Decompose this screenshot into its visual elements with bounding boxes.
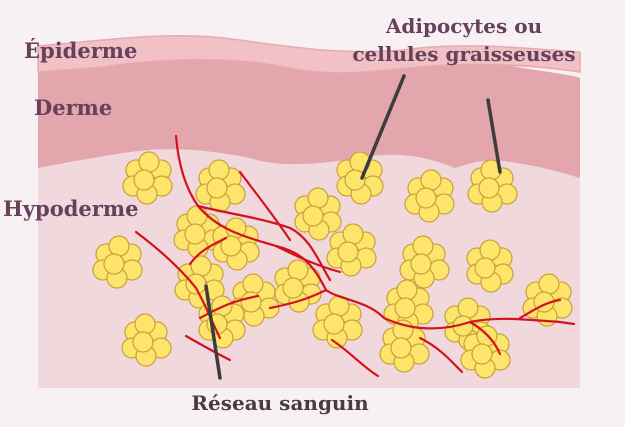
fat-cell <box>138 151 160 173</box>
fat-cell <box>108 235 130 257</box>
fat-cell <box>133 169 155 191</box>
fat-cell <box>185 273 207 295</box>
fat-cell <box>479 239 501 261</box>
label-adipocytes: Adipocytes ou cellules graisseuses <box>332 12 596 68</box>
adipocyte-cluster <box>383 279 434 333</box>
fat-cell <box>220 235 242 257</box>
fat-cell <box>538 273 560 295</box>
fat-cell <box>396 279 418 301</box>
fat-cell <box>471 343 493 365</box>
fat-cell <box>184 223 206 245</box>
blood-vessel <box>274 244 342 274</box>
adipocyte-cluster <box>312 295 363 349</box>
derme-layer <box>38 55 580 178</box>
fat-cell <box>242 273 264 295</box>
adipocyte-cluster <box>466 239 514 293</box>
blood-vessel <box>196 204 332 282</box>
fat-cell <box>457 297 479 319</box>
blood-vessel <box>188 236 228 266</box>
label-epiderme: Épiderme <box>24 38 138 63</box>
fat-cell <box>342 223 364 245</box>
fat-cell <box>410 253 432 275</box>
blood-vessel-network <box>134 134 576 378</box>
adipocyte-cluster <box>467 159 518 213</box>
fat-cell <box>186 205 208 227</box>
fat-cell <box>420 169 442 191</box>
epiderme-layer <box>37 35 581 74</box>
fat-cell <box>302 205 324 227</box>
adipocyte-cluster <box>404 169 455 223</box>
label-derme: Derme <box>34 95 113 120</box>
adipocyte-cluster <box>326 223 377 277</box>
adipocyte-cluster <box>399 235 450 289</box>
fat-cell <box>282 277 304 299</box>
fat-cell <box>287 259 309 281</box>
fat-cell <box>307 187 329 209</box>
pointer-line <box>486 98 502 174</box>
adipocyte-cluster <box>122 151 173 205</box>
blood-vessel <box>238 170 292 242</box>
fat-cell <box>337 241 359 263</box>
adipocyte-cluster <box>121 313 172 367</box>
fat-cell <box>206 177 228 199</box>
fat-cell <box>323 313 345 335</box>
fat-cell <box>103 253 125 275</box>
adipocyte-cluster <box>212 217 260 271</box>
blood-vessel <box>330 338 380 378</box>
fat-cell <box>134 313 156 335</box>
blood-vessel <box>184 334 232 362</box>
fat-cell <box>208 159 230 181</box>
adipocyte-cluster <box>229 273 280 327</box>
blood-vessel <box>468 320 502 356</box>
blood-vessel <box>518 298 562 320</box>
pointer-line <box>360 74 406 180</box>
adipocyte-cluster <box>173 205 224 259</box>
blood-vessel <box>268 288 328 310</box>
label-hypoderme: Hypoderme <box>3 196 139 221</box>
fat-cell <box>412 235 434 257</box>
fat-cell <box>478 177 500 199</box>
label-adipocytes-line1: Adipocytes ou <box>385 14 543 38</box>
fat-cell <box>390 337 412 359</box>
adipocyte-cluster <box>522 273 573 327</box>
fat-cell <box>474 257 496 279</box>
adipocyte-clusters <box>92 151 573 379</box>
blood-vessel <box>418 336 464 374</box>
adipocyte-cluster <box>92 235 143 289</box>
label-pointers <box>204 74 502 380</box>
adipocyte-cluster <box>294 187 342 241</box>
label-adipocytes-line2: cellules graisseuses <box>352 42 576 66</box>
fat-cell <box>394 297 416 319</box>
fat-cell <box>415 187 437 209</box>
adipocyte-cluster <box>274 259 322 313</box>
adipocyte-cluster <box>195 159 246 213</box>
fat-cell <box>132 331 154 353</box>
blood-vessel <box>198 294 260 320</box>
label-reseau-sanguin: Réseau sanguin <box>191 391 369 415</box>
fat-cell <box>344 169 366 191</box>
pointer-line <box>204 284 222 380</box>
